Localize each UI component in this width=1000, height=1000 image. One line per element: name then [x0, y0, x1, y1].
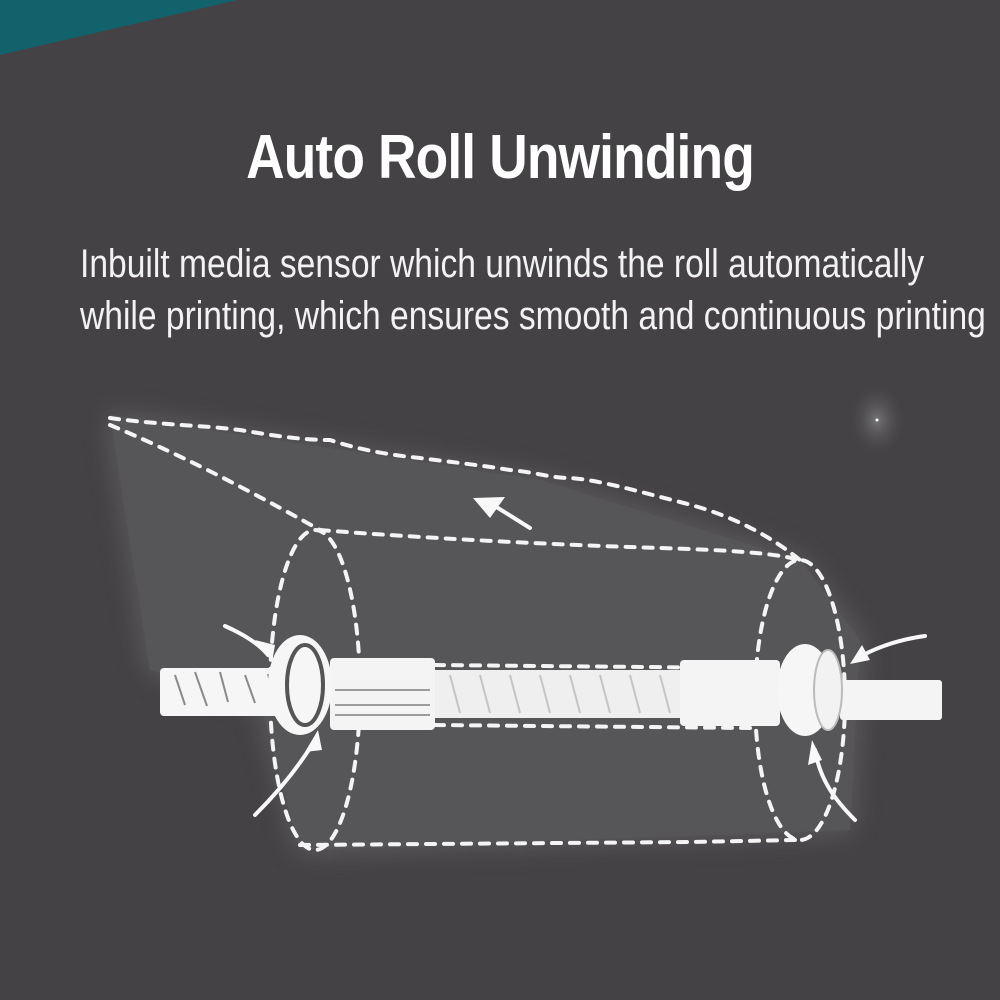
spindle-shaft — [160, 635, 942, 736]
feature-description: Inbuilt media sensor which unwinds the r… — [80, 238, 986, 342]
unwind-direction-arrow — [473, 497, 505, 518]
description-line-1: Inbuilt media sensor which unwinds the r… — [80, 242, 925, 286]
feature-title: Auto Roll Unwinding — [246, 123, 755, 192]
glow-halo — [110, 415, 860, 850]
description-line-2: while printing, which ensures smooth and… — [80, 294, 986, 338]
roll-spindle-illustration — [108, 382, 942, 852]
arrow-heads — [255, 497, 870, 765]
